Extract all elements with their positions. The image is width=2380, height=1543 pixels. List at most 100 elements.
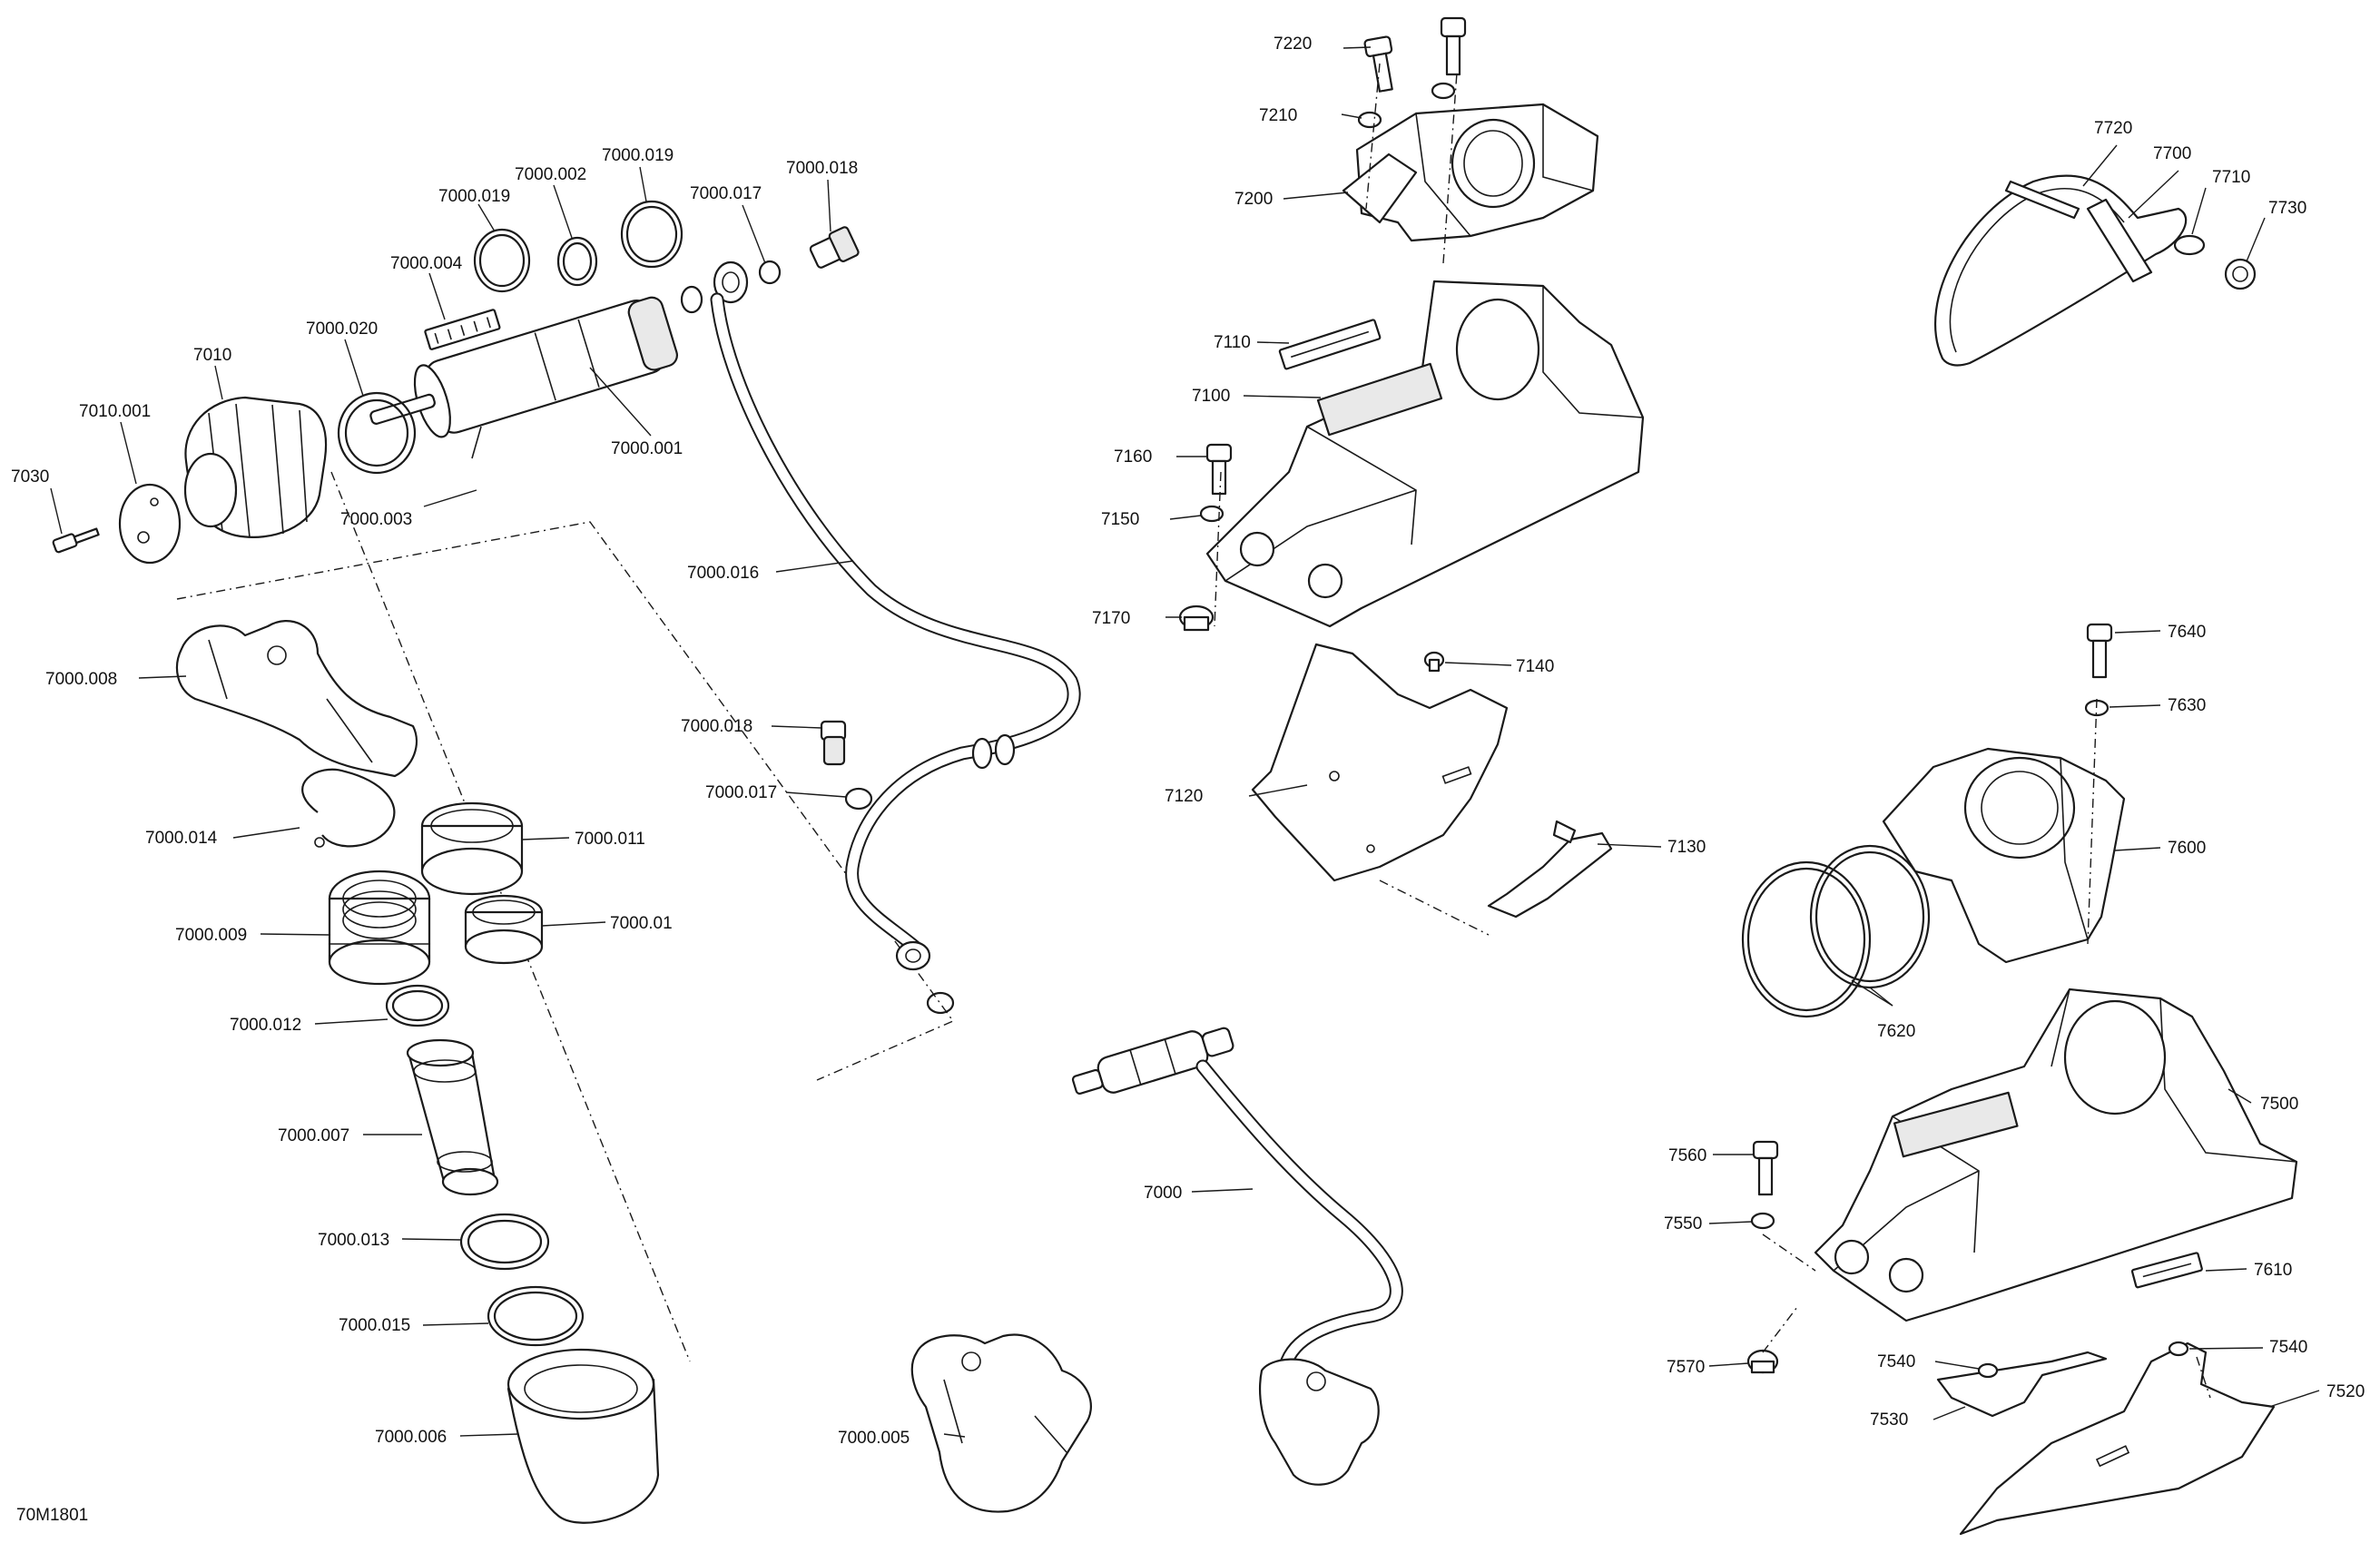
caliper-7000-005 — [910, 1333, 1092, 1513]
part-label: 7000.017 — [690, 184, 762, 203]
screw-7220 — [1363, 35, 1393, 93]
part-label: 7730 — [2268, 199, 2306, 218]
washer-7210 — [1357, 111, 1382, 129]
part-label: 7000.018 — [681, 717, 752, 736]
part-label: 7000.014 — [145, 829, 218, 848]
part-label: 7000.004 — [390, 254, 463, 273]
part-label: 7000.005 — [838, 1429, 910, 1448]
o-ring-7620a — [1741, 860, 1872, 1018]
cylinder-7000 — [1071, 1027, 1234, 1095]
part-label: 7000.01 — [610, 914, 673, 933]
scale-decal — [424, 309, 501, 350]
ring-7000-020 — [337, 391, 417, 475]
part-label: 7000.020 — [306, 319, 378, 339]
diagram-reference-code: 70M1801 — [16, 1506, 88, 1525]
part-label: 7000.019 — [602, 146, 674, 165]
part-label: 7630 — [2168, 696, 2206, 715]
washer-7150 — [1199, 505, 1224, 523]
part-label: 7010.001 — [79, 402, 151, 421]
part-label: 7700 — [2153, 144, 2191, 163]
cylinder-body-7000-008 — [175, 620, 418, 778]
part-label: 7000.009 — [175, 926, 247, 945]
decal-7610 — [2130, 1252, 2203, 1289]
washer-7000-017 — [758, 260, 782, 285]
master-cylinder-parts — [175, 620, 660, 1524]
console-7100 — [1205, 280, 1645, 628]
reservoir-cylinder — [369, 296, 678, 438]
part-label: 7030 — [11, 467, 49, 486]
screw-7140 — [1423, 651, 1445, 673]
part-label: 7000.019 — [438, 187, 510, 206]
part-label: 7110 — [1214, 333, 1251, 352]
part-label: 7220 — [1274, 34, 1312, 54]
part-label: 7000.008 — [45, 670, 117, 689]
part-label: 7000.003 — [340, 510, 412, 529]
banjo-bolt — [809, 226, 860, 269]
console-assembly-top — [1178, 16, 1645, 936]
part-label: 7170 — [1092, 609, 1130, 628]
ring-7000-013 — [459, 1213, 550, 1271]
caliper-7000 — [1259, 1358, 1380, 1486]
part-label: 7200 — [1234, 190, 1273, 209]
part-labels: 7220 7210 7200 7110 7100 7160 7150 7170 … — [11, 34, 2365, 1448]
part-label: 7000.011 — [575, 830, 645, 849]
screw-7640 — [2086, 623, 2113, 679]
part-label: 7000.017 — [705, 783, 777, 802]
part-label: 7140 — [1516, 657, 1554, 676]
part-label: 7210 — [1259, 106, 1297, 125]
part-label: 7160 — [1114, 447, 1152, 467]
part-label: 7560 — [1668, 1146, 1706, 1165]
part-label: 7610 — [2254, 1261, 2292, 1280]
part-label: 7540 — [2269, 1338, 2307, 1357]
nut-7170 — [1178, 604, 1215, 632]
o-ring-7620b — [1809, 844, 1931, 989]
master-cylinder-complete — [910, 1027, 1403, 1513]
reservoir-cap — [183, 396, 328, 538]
screw-7540b — [2168, 1341, 2189, 1357]
screw-7540a — [1977, 1362, 1999, 1379]
part-label: 7530 — [1870, 1410, 1908, 1430]
console-assembly-lower — [1741, 623, 2298, 1536]
part-label: 7010 — [193, 346, 231, 365]
part-label: 7000.006 — [375, 1428, 447, 1447]
bracket-7120 — [1251, 643, 1509, 882]
part-label: 7000.001 — [611, 439, 683, 458]
bracket-7520 — [1959, 1342, 2276, 1536]
part-label: 7000.013 — [318, 1231, 389, 1250]
washer-7550 — [1750, 1212, 1775, 1230]
tube-7000-007 — [406, 1038, 499, 1196]
leader-lines — [50, 46, 2320, 1438]
part-label: 7620 — [1877, 1022, 1915, 1041]
ring-7000-015 — [487, 1285, 585, 1347]
banjo-bolt-lower — [820, 720, 847, 766]
part-label: 7000.016 — [687, 564, 759, 583]
handle-assembly — [1933, 174, 2257, 367]
pin — [471, 426, 482, 459]
screw-7030 — [52, 527, 100, 554]
boot-7000-006 — [506, 1348, 660, 1524]
washer-lower — [926, 991, 955, 1015]
cap-plate — [118, 483, 182, 565]
part-label: 7710 — [2212, 168, 2250, 187]
part-label: 7500 — [2260, 1095, 2298, 1114]
o-ring-7000-019b — [620, 200, 684, 269]
seal-7000-011 — [420, 801, 524, 896]
part-label: 7000.002 — [515, 165, 586, 184]
part-label: 7000 — [1144, 1184, 1182, 1203]
assembly-boundary-line — [176, 471, 955, 1362]
part-label: 7000.015 — [339, 1316, 410, 1335]
bracket-7530 — [1936, 1351, 2108, 1418]
part-label: 7150 — [1101, 510, 1139, 529]
part-label: 7520 — [2326, 1382, 2365, 1401]
bracket-7130 — [1487, 820, 1613, 919]
nut-7730 — [2224, 258, 2257, 290]
part-label: 7000.007 — [278, 1126, 349, 1145]
screw-7160 — [1205, 443, 1233, 496]
part-label: 7000.012 — [230, 1016, 301, 1035]
upper-clamp-7200 — [1342, 103, 1599, 242]
part-label: 7600 — [2168, 839, 2206, 858]
circlip — [301, 768, 396, 848]
part-label: 7550 — [1664, 1214, 1702, 1233]
part-label: 7100 — [1192, 387, 1230, 406]
